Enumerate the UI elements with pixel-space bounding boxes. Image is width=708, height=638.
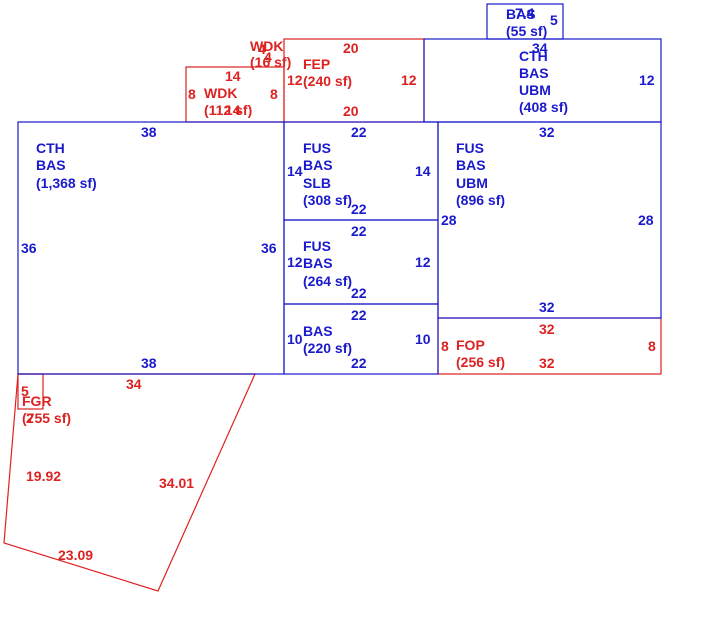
bas-top-label-1: BAS: [506, 6, 536, 22]
cth-main-dim-right: 36: [261, 240, 277, 256]
fep-dim-left: 12: [287, 72, 303, 88]
fep-dim-top: 20: [343, 40, 359, 56]
bas-top-dim-height: 5: [550, 12, 558, 28]
fus-ubm-dim-left: 28: [441, 212, 457, 228]
wdk-dim-left: 8: [188, 86, 196, 102]
fus-bas-label-1: FUS: [303, 238, 331, 254]
fus-bas-label-3: (264 sf): [303, 273, 352, 289]
bas-dim-bottom: 22: [351, 355, 367, 371]
fgr-dim-top: 34: [126, 376, 142, 392]
fus-ubm-label-2: BAS: [456, 157, 486, 173]
cth-upper-label-2: BAS: [519, 65, 549, 81]
fus-ubm-label-4: (896 sf): [456, 192, 505, 208]
wdk-small-label-1: WDK: [250, 38, 283, 54]
fus-bas-dim-top: 22: [351, 223, 367, 239]
fop-dim-bottom: 32: [539, 355, 555, 371]
fgr-dim-notch-side: 2: [26, 410, 34, 426]
fus-slb-dim-right: 14: [415, 163, 431, 179]
cth-upper-dim-top: 34: [532, 40, 548, 56]
fop-dim-left: 8: [441, 338, 449, 354]
fep-dim-right: 12: [401, 72, 417, 88]
fus-ubm-label-1: FUS: [456, 140, 484, 156]
fus-ubm-dim-top: 32: [539, 124, 555, 140]
fep-label-2: (240 sf): [303, 73, 352, 89]
cth-upper-label-4: (408 sf): [519, 99, 568, 115]
wdk-small-dim-top: 4: [258, 41, 266, 57]
cth-upper-label-3: UBM: [519, 82, 551, 98]
fus-slb-label-1: FUS: [303, 140, 331, 156]
wdk-label-2: (112 sf): [204, 102, 252, 118]
bas-dim-left: 10: [287, 331, 303, 347]
fgr-label-1: FGR: [22, 393, 52, 409]
fus-bas-dim-bottom: 22: [351, 285, 367, 301]
fus-ubm-label-3: UBM: [456, 175, 488, 191]
bas-outline: [283, 303, 439, 375]
cth-main-dim-top: 38: [141, 124, 157, 140]
cth-main-label-3: (1,368 sf): [36, 175, 97, 191]
fus-bas-dim-right: 12: [415, 254, 431, 270]
fus-slb-dim-bottom: 22: [351, 201, 367, 217]
bas-label-2: (220 sf): [303, 340, 352, 356]
fop-label-1: FOP: [456, 337, 485, 353]
fop-dim-right: 8: [648, 338, 656, 354]
fus-bas-label-2: BAS: [303, 255, 333, 271]
fus-slb-label-2: BAS: [303, 157, 333, 173]
wdk-label-1: WDK: [204, 85, 237, 101]
fus-ubm-dim-bottom: 32: [539, 299, 555, 315]
fgr-dim-notch: 5: [21, 383, 29, 399]
fep-dim-bottom: 20: [343, 103, 359, 119]
wdk-small-dim-side: 4: [264, 49, 272, 65]
bas-dim-top: 22: [351, 307, 367, 323]
wdk-dim-bottom: 14: [225, 102, 241, 118]
fgr-dim-left: 19.92: [26, 468, 61, 484]
fgr-label-2: (755 sf): [22, 410, 71, 426]
cth-main-label-2: BAS: [36, 157, 66, 173]
fus-slb-label-4: (308 sf): [303, 192, 352, 208]
bas-top-label-2: (55 sf): [506, 23, 547, 39]
cth-upper-label-1: CTH: [519, 48, 548, 64]
wdk-dim-right: 8: [270, 86, 278, 102]
fus-slb-dim-left: 14: [287, 163, 303, 179]
fus-slb-label-3: SLB: [303, 175, 331, 191]
wdk-small-label-2: (16 sf): [250, 54, 291, 70]
fus-bas-dim-left: 12: [287, 254, 303, 270]
fgr-dim-right: 34.01: [159, 475, 194, 491]
cth-main-label-1: CTH: [36, 140, 65, 156]
fop-label-2: (256 sf): [456, 354, 505, 370]
bas-dim-right: 10: [415, 331, 431, 347]
fep-label-1: FEP: [303, 56, 330, 72]
cth-main-dim-left: 36: [21, 240, 37, 256]
bas-label-1: BAS: [303, 323, 333, 339]
fgr-dim-bottom: 23.09: [58, 547, 93, 563]
fop-dim-top: 32: [539, 321, 555, 337]
fus-slb-dim-top: 22: [351, 124, 367, 140]
cth-upper-dim-right: 12: [639, 72, 655, 88]
wdk-dim-top: 14: [225, 68, 241, 84]
bas-top-dim-width: 7.4: [515, 5, 535, 21]
fus-ubm-dim-right: 28: [638, 212, 654, 228]
cth-main-dim-bottom: 38: [141, 355, 157, 371]
